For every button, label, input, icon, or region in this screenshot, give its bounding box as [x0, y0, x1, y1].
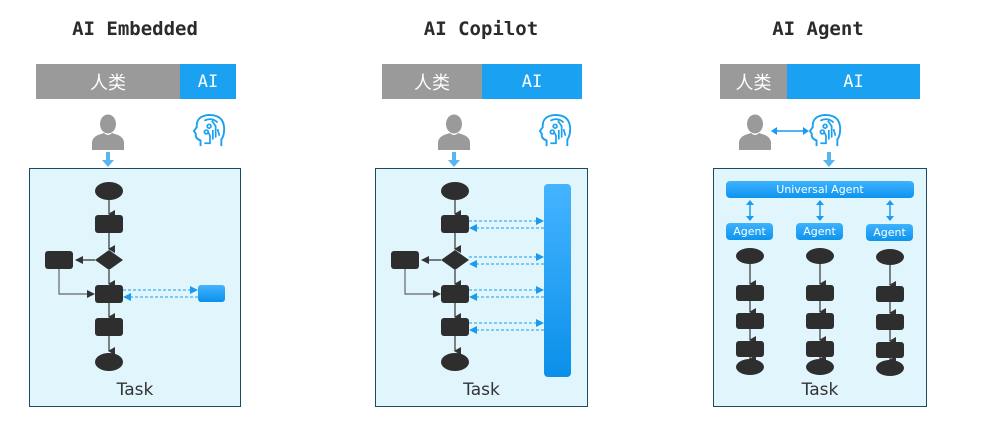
end-node: [441, 353, 469, 371]
process-node: [806, 285, 834, 301]
task-label: Task: [801, 380, 839, 400]
share-bar-embedded: 人类 AI: [36, 64, 236, 99]
ai-share: AI: [482, 64, 582, 99]
branch-node: [391, 251, 419, 269]
process-node: [441, 318, 469, 336]
process-node: [876, 286, 904, 302]
process-node: [736, 313, 764, 329]
title-ai-embedded: AI Embedded: [72, 18, 198, 40]
agent-1: Agent: [726, 223, 773, 240]
person-icon: [738, 114, 772, 150]
share-bar-copilot: 人类 AI: [382, 64, 582, 99]
end-node: [876, 360, 904, 376]
person-icon: [91, 114, 125, 150]
end-node: [806, 359, 834, 375]
start-node: [95, 182, 123, 200]
process-node: [441, 215, 469, 233]
title-ai-copilot: AI Copilot: [423, 18, 539, 40]
task-label: Task: [463, 380, 500, 400]
ai-copilot-bar: [544, 184, 571, 377]
decision-node: [441, 250, 469, 270]
universal-agent: Universal Agent: [726, 181, 914, 198]
start-node: [876, 249, 904, 265]
process-node: [95, 215, 123, 233]
agent-2: Agent: [796, 223, 843, 240]
ai-brain-icon: [809, 112, 843, 150]
agent-link-arrowheads: [746, 200, 754, 221]
task-panel-embedded: Task: [29, 168, 241, 407]
flowchart-embedded: [45, 182, 225, 371]
flowchart-copilot: [391, 182, 571, 377]
end-node: [736, 359, 764, 375]
process-node: [95, 285, 123, 303]
share-bar-agent: 人类 AI: [720, 64, 920, 99]
down-arrow-icon: [823, 152, 835, 167]
branch-node: [45, 251, 73, 269]
end-node: [95, 353, 123, 371]
process-node: [441, 285, 469, 303]
ai-brain-icon: [539, 112, 573, 150]
decision-node: [95, 250, 123, 270]
start-node: [806, 248, 834, 264]
start-node: [736, 248, 764, 264]
process-node: [876, 342, 904, 358]
human-share: 人类: [720, 64, 787, 99]
ai-share: AI: [787, 64, 920, 99]
human-share: 人类: [36, 64, 180, 99]
task-panel-copilot: Task: [375, 168, 588, 407]
ai-module: [198, 285, 225, 302]
start-node: [441, 182, 469, 200]
person-icon: [437, 114, 471, 150]
ai-brain-icon: [193, 112, 227, 150]
task-label: Task: [116, 380, 154, 400]
process-node: [736, 285, 764, 301]
human-share: 人类: [382, 64, 482, 99]
agent-3: Agent: [866, 224, 913, 241]
process-node: [736, 341, 764, 357]
agent-link-arrowheads: [816, 200, 824, 221]
process-node: [95, 318, 123, 336]
process-node: [876, 314, 904, 330]
down-arrow-icon: [448, 152, 460, 167]
down-arrow-icon: [102, 152, 114, 167]
process-node: [806, 341, 834, 357]
process-node: [806, 313, 834, 329]
ai-share: AI: [180, 64, 236, 99]
task-panel-agent: Universal Agent Agent Agent Agent Task: [713, 168, 927, 407]
agent-link-arrowheads: [886, 200, 894, 221]
title-ai-agent: AI Agent: [772, 18, 864, 40]
bidirectional-arrow-icon: [771, 127, 809, 135]
flowchart-agent: [736, 200, 904, 376]
